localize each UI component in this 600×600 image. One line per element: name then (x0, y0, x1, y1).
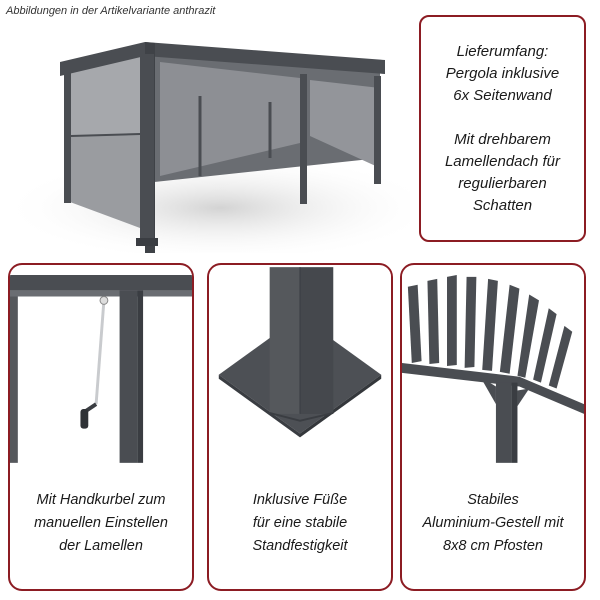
feature-panel-frame: Stabiles Aluminium-Gestell mit 8x8 cm Pf… (400, 263, 586, 591)
feature-panel-feet: Inklusive Füße für eine stabile Standfes… (207, 263, 393, 591)
hand-crank-caption: Mit Handkurbel zum manuellen Einstellen … (34, 491, 168, 554)
feature-panel-hand-crank: Mit Handkurbel zum manuellen Einstellen … (8, 263, 194, 591)
frame-caption: Stabiles Aluminium-Gestell mit 8x8 cm Pf… (422, 491, 564, 554)
feet-caption: Inklusive Füße für eine stabile Standfes… (252, 491, 348, 554)
louver-roof-text: Mit drehbarem Lamellendach für regulierb… (444, 130, 561, 214)
pergola-product-image (0, 42, 410, 253)
delivery-info-box: Lieferumfang: Pergola inklusive 6x Seite… (419, 15, 586, 242)
delivery-scope-text: Lieferumfang: Pergola inklusive 6x Seite… (445, 42, 560, 104)
post-foot-image (209, 267, 391, 463)
variant-caption: Abbildungen in der Artikelvariante anthr… (6, 5, 216, 17)
aluminium-frame-image (402, 267, 584, 463)
hand-crank-image (10, 267, 192, 463)
